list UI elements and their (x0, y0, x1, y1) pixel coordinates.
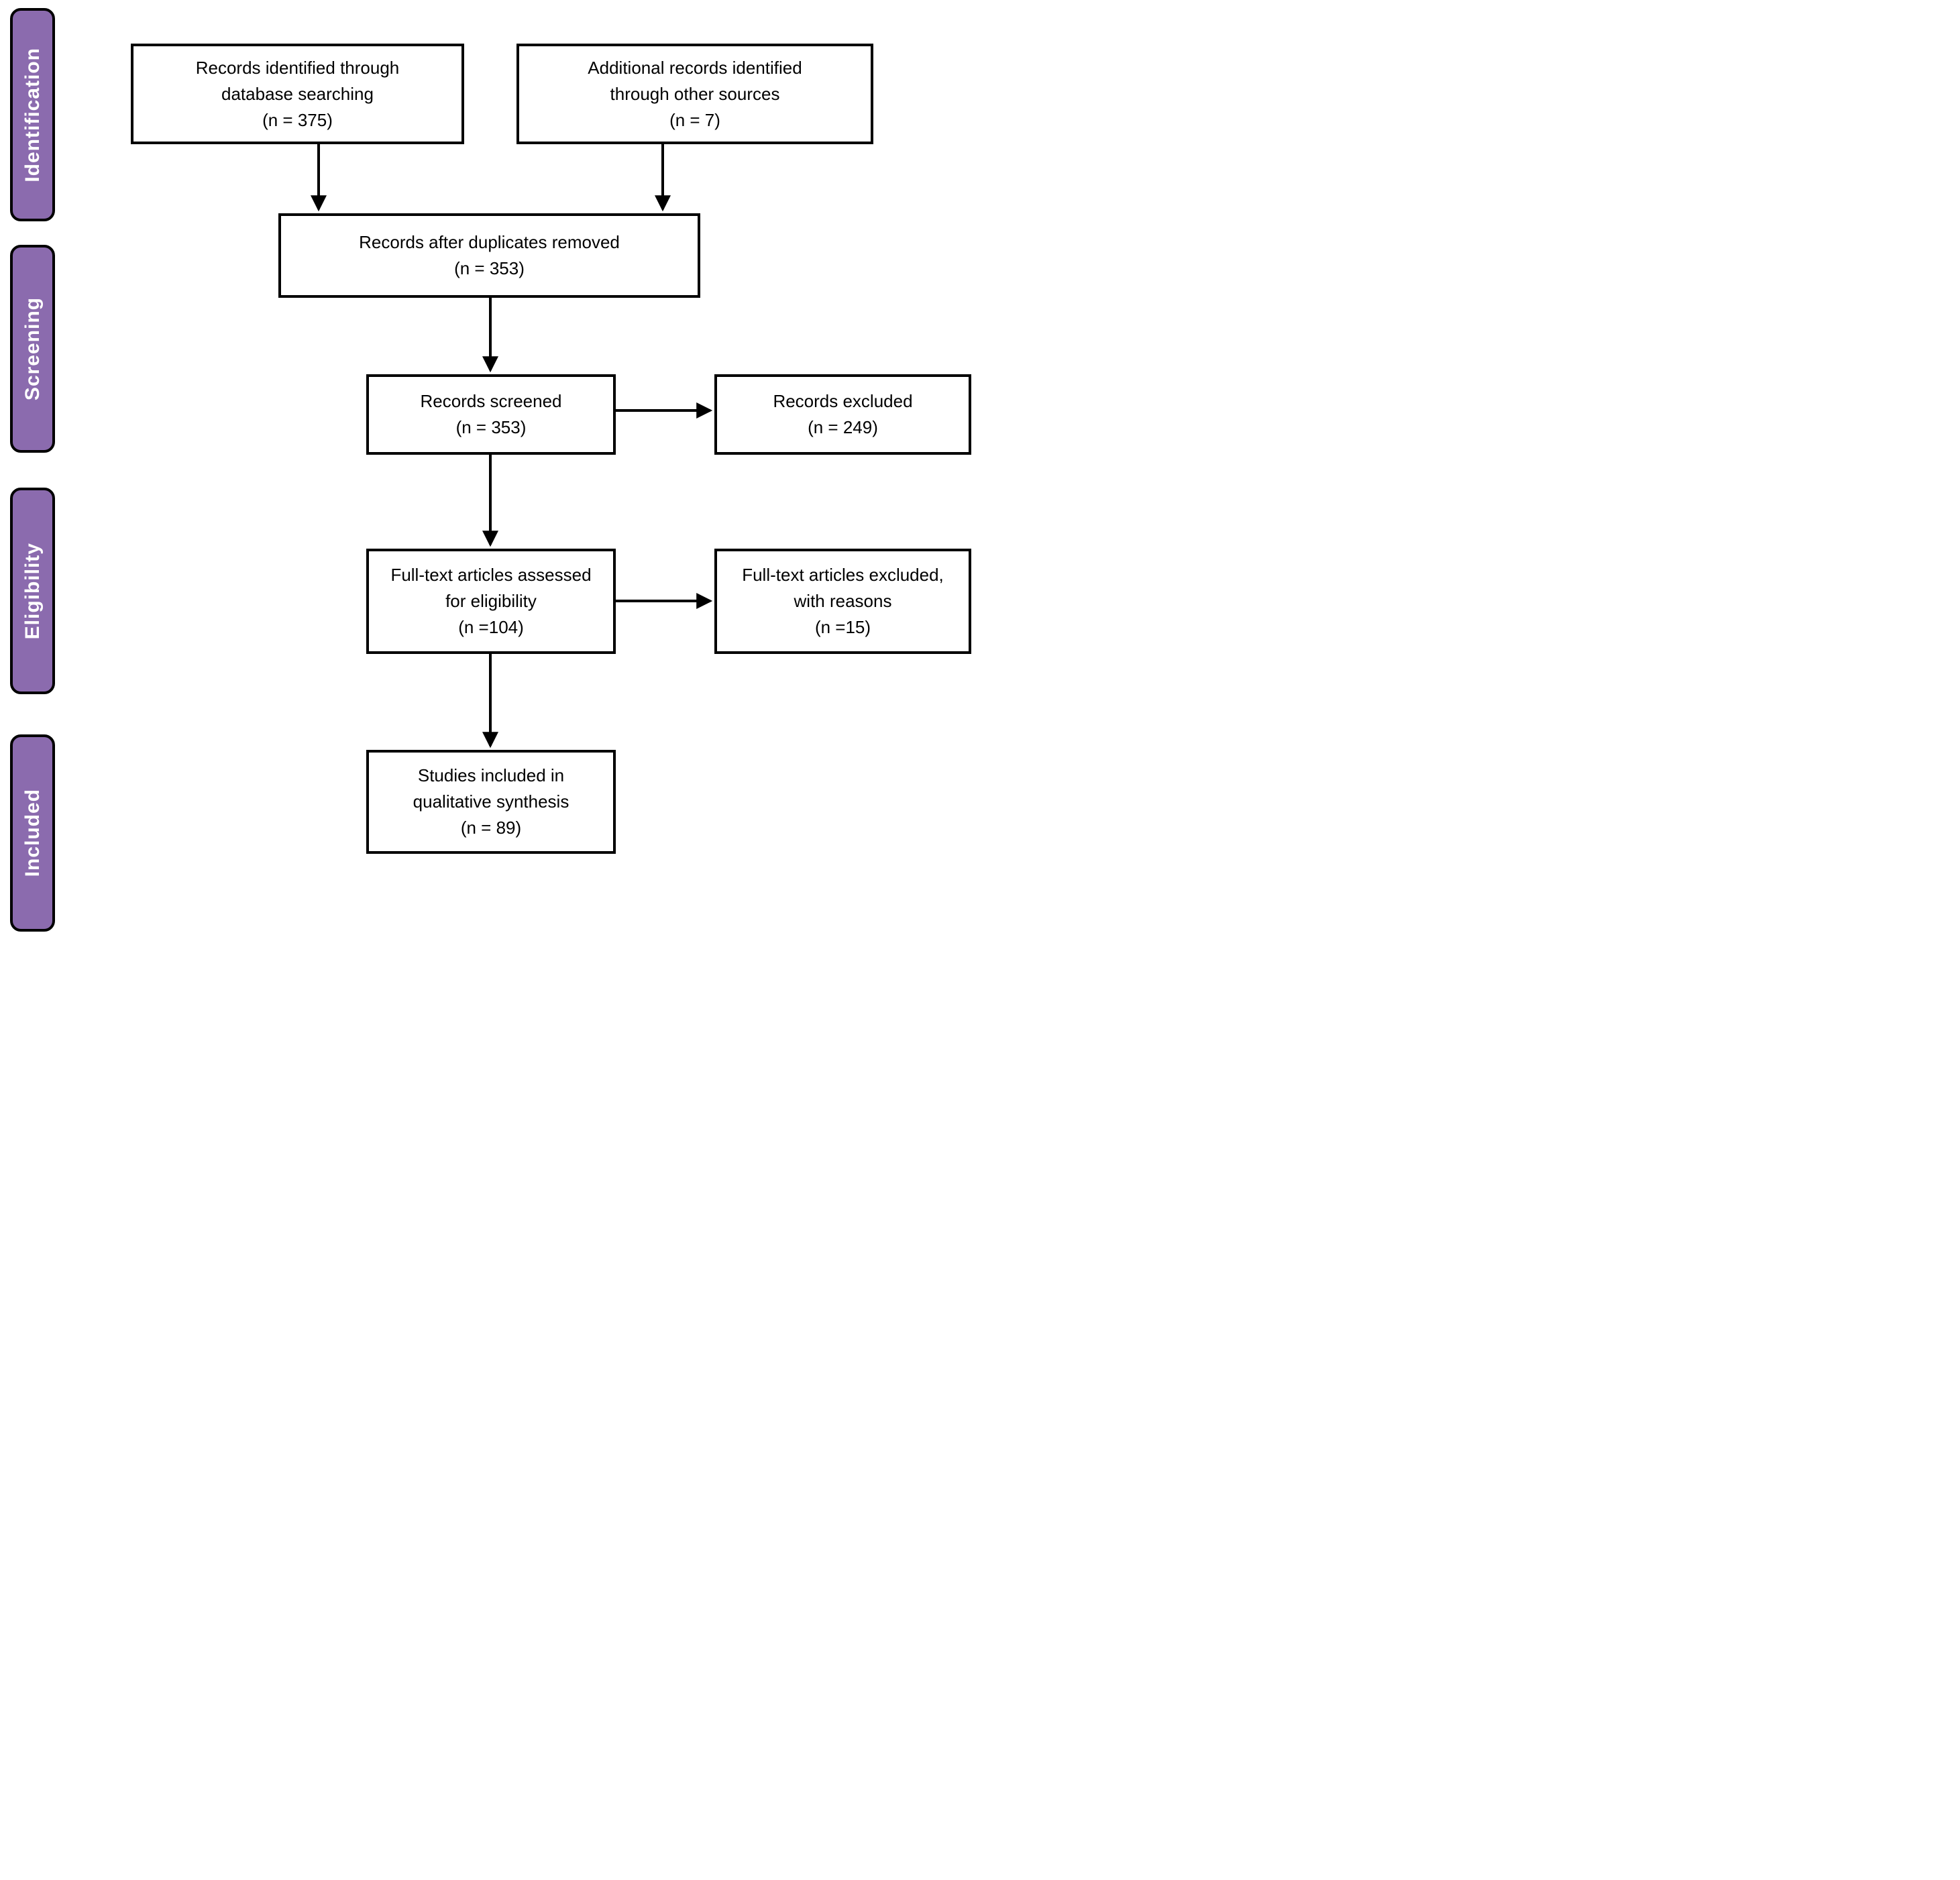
stage-label-screening-text: Screening (21, 296, 44, 401)
box-fulltext-assessed: Full-text articles assessed for eligibil… (366, 549, 616, 654)
box-after-duplicates-count: (n = 353) (454, 258, 525, 278)
box-studies-included-line1: Studies included in (417, 765, 565, 785)
box-additional-records-count: (n = 7) (669, 109, 720, 130)
stage-label-included: Included (10, 734, 55, 932)
box-fulltext-excluded: Full-text articles excluded, with reason… (714, 549, 971, 654)
stage-label-included-text: Included (21, 789, 44, 877)
box-fulltext-excluded-line1: Full-text articles excluded, (742, 565, 944, 585)
box-studies-included-count: (n = 89) (460, 818, 522, 838)
box-records-screened-line1: Records screened (420, 391, 562, 411)
stage-label-identification: Identification (10, 8, 55, 221)
box-records-identified-line1: Records identified through (195, 57, 400, 78)
box-fulltext-assessed-line1: Full-text articles assessed (390, 565, 592, 585)
box-studies-included: Studies included in qualitative synthesi… (366, 750, 616, 854)
box-additional-records-line1: Additional records identified (588, 57, 802, 78)
prisma-flow-diagram: Identification Screening Eligibility Inc… (0, 0, 980, 940)
box-records-screened-count: (n = 353) (455, 417, 527, 437)
stage-label-eligibility: Eligibility (10, 488, 55, 694)
box-additional-records-line2: through other sources (610, 83, 780, 104)
box-records-identified: Records identified through database sear… (131, 44, 464, 144)
box-records-identified-line2: database searching (221, 83, 374, 104)
box-records-screened: Records screened (n = 353) (366, 374, 616, 455)
stage-label-identification-text: Identification (21, 47, 44, 182)
box-additional-records: Additional records identified through ot… (516, 44, 873, 144)
box-records-excluded: Records excluded (n = 249) (714, 374, 971, 455)
stage-label-eligibility-text: Eligibility (21, 542, 44, 640)
box-after-duplicates-line1: Records after duplicates removed (359, 232, 620, 252)
box-fulltext-excluded-line2: with reasons (794, 591, 892, 611)
box-fulltext-excluded-count: (n =15) (814, 617, 871, 637)
stage-label-screening: Screening (10, 245, 55, 453)
box-fulltext-assessed-count: (n =104) (458, 617, 524, 637)
box-studies-included-line2: qualitative synthesis (413, 791, 569, 812)
box-records-excluded-line1: Records excluded (773, 391, 913, 411)
box-fulltext-assessed-line2: for eligibility (445, 591, 537, 611)
box-records-identified-count: (n = 375) (262, 109, 333, 130)
box-records-excluded-count: (n = 249) (808, 417, 878, 437)
box-after-duplicates: Records after duplicates removed (n = 35… (278, 213, 700, 298)
